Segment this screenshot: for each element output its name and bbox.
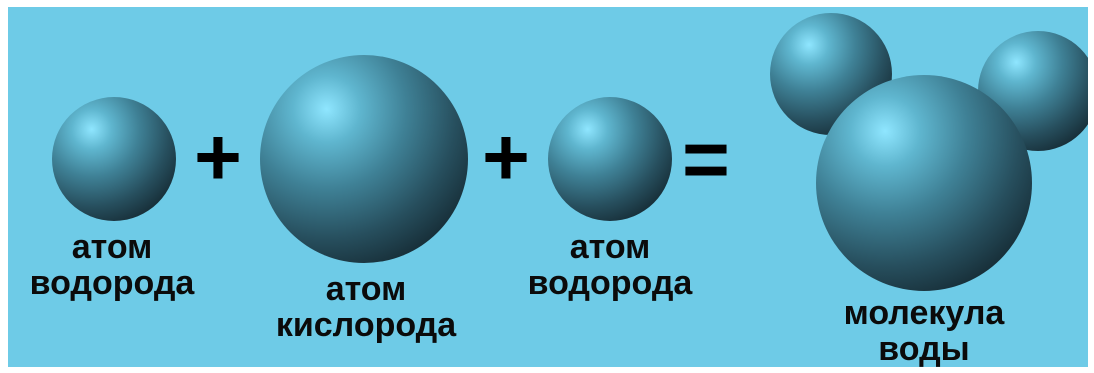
equals-sign: = bbox=[682, 114, 730, 205]
oxygen-label-line1: атом bbox=[325, 270, 407, 308]
molecule-oxygen-sphere bbox=[816, 75, 1032, 291]
plus-sign-2: + bbox=[482, 112, 530, 203]
hydrogen-label-left-line2: водорода bbox=[29, 264, 195, 302]
plus-sign-1: + bbox=[194, 112, 242, 203]
molecule-label: молекула воды bbox=[844, 295, 1005, 367]
molecule-label-line1: молекула bbox=[843, 294, 1005, 332]
oxygen-label: атом кислорода bbox=[276, 271, 456, 343]
hydrogen-atom-sphere-right bbox=[548, 97, 672, 221]
molecule-label-line2: воды bbox=[878, 330, 970, 367]
hydrogen-label-right-line1: атом bbox=[569, 228, 651, 266]
oxygen-atom-sphere bbox=[260, 55, 468, 263]
hydrogen-label-right-line2: водорода bbox=[527, 264, 693, 302]
hydrogen-label-left-line1: атом bbox=[71, 228, 153, 266]
hydrogen-atom-sphere-left bbox=[52, 97, 176, 221]
hydrogen-label-right: атом водорода bbox=[528, 229, 693, 301]
hydrogen-label-left: атом водорода bbox=[30, 229, 195, 301]
water-molecule-diagram: + + = атом водорода атом кислорода атом … bbox=[8, 7, 1088, 367]
oxygen-label-line2: кислорода bbox=[275, 306, 457, 344]
